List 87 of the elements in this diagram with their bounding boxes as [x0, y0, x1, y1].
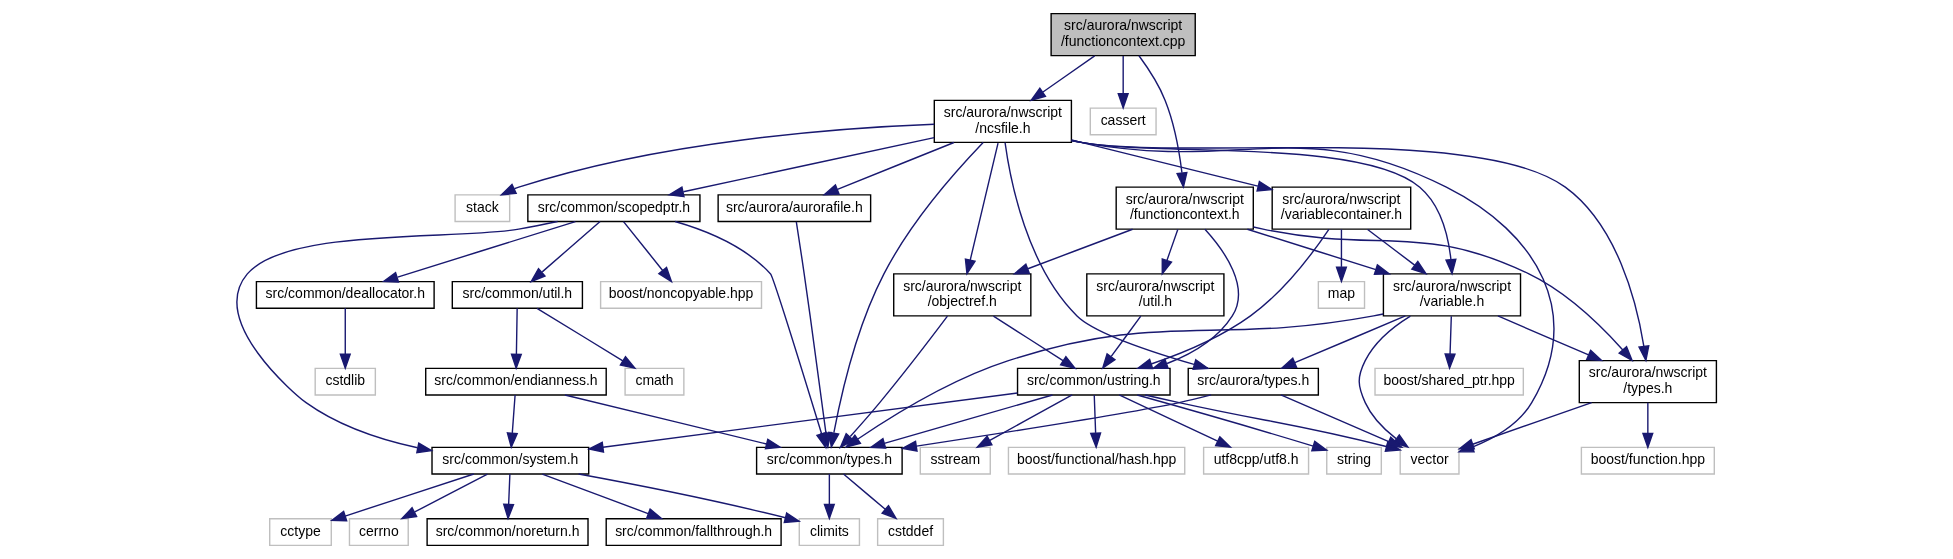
node-box: boost/functional/hash.hpp [1007, 446, 1186, 475]
arrow [510, 307, 523, 371]
arrow [1089, 394, 1102, 450]
arrow [1138, 55, 1188, 189]
node-box: src/aurora/nwscript /util.h [1086, 273, 1225, 317]
arrow [1029, 55, 1096, 102]
node-box: string [1326, 446, 1382, 475]
arrow [975, 394, 1073, 449]
arrow [1252, 226, 1634, 363]
node-box: cstdlib [314, 367, 377, 396]
node-box: src/aurora/nwscript /objectref.h [893, 273, 1032, 317]
arrow [992, 315, 1077, 370]
arrow [577, 473, 802, 524]
arrow [1070, 139, 1457, 276]
arrow [502, 473, 515, 521]
node-box: src/aurora/types.h [1187, 367, 1320, 396]
arrow [1280, 394, 1404, 449]
arrow [1101, 315, 1142, 370]
arrow [536, 307, 637, 370]
arrow [1161, 228, 1179, 276]
arrow [1366, 228, 1428, 276]
arrow [1136, 394, 1329, 452]
arrow [844, 313, 1384, 449]
arrow [1070, 139, 1274, 192]
arrow [564, 394, 783, 450]
node-box: utf8cpp/utf8.h [1202, 446, 1310, 475]
arrow [674, 220, 828, 450]
arrow [1070, 139, 1650, 363]
arrow [1117, 55, 1130, 110]
node-box: cctype [269, 518, 332, 547]
arrow [1151, 228, 1240, 370]
arrow [400, 473, 489, 520]
node-box: boost/function.hpp [1580, 446, 1715, 475]
node-box: cstddef [876, 518, 945, 547]
node-box: vector [1399, 446, 1460, 475]
node-box: cmath [624, 367, 685, 396]
node-box: src/common/system.h [431, 446, 590, 475]
arrow [823, 473, 836, 521]
arrow [1118, 394, 1233, 449]
node-box: src/aurora/nwscript /ncsfile.h [933, 99, 1073, 144]
node-box: src/aurora/nwscript /variablecontainer.h [1271, 186, 1412, 230]
arrow [541, 473, 664, 520]
node-box: map [1317, 280, 1366, 309]
node-box: src/common/util.h [451, 280, 584, 309]
arrow [1641, 402, 1654, 450]
node-box: src/common/deallocator.h [255, 280, 435, 309]
arrow [1444, 315, 1456, 371]
node-box: src/aurora/aurorafile.h [717, 194, 872, 223]
arrow [822, 141, 955, 196]
node-box: src/common/fallthrough.h [605, 518, 782, 547]
arrow [236, 220, 559, 454]
node-box: src/common/endianness.h [425, 367, 607, 396]
arrow [667, 136, 935, 198]
arrow [499, 123, 935, 196]
arrow [1497, 315, 1604, 362]
arrow [868, 394, 1054, 449]
node-box: cassert [1089, 107, 1157, 136]
arrow [1335, 228, 1348, 284]
arrow [964, 142, 999, 276]
arrow [381, 220, 577, 283]
arrow [329, 473, 475, 522]
node-box: src/aurora/nwscript /variable.h [1382, 273, 1522, 317]
arrow [1279, 315, 1407, 370]
arrow [1457, 402, 1593, 450]
arrow [900, 394, 1212, 452]
arrow [339, 307, 352, 371]
arrow [1004, 142, 1210, 370]
node-box: boost/shared_ptr.hpp [1374, 367, 1524, 396]
node-box: src/aurora/nwscript /functioncontext.cpp [1050, 12, 1196, 57]
node-box: sstream [919, 446, 991, 475]
arrow [1012, 228, 1134, 275]
arrow [622, 220, 673, 284]
arrow [506, 394, 519, 450]
node-box: src/aurora/nwscript /functioncontext.h [1115, 186, 1254, 230]
node-box: src/common/noreturn.h [426, 518, 589, 547]
arrow [1135, 228, 1330, 370]
arrow [842, 473, 898, 520]
node-box: stack [454, 194, 511, 223]
arrow [529, 220, 601, 283]
arrow [1246, 228, 1392, 275]
node-box: src/common/scopedptr.h [527, 194, 701, 223]
node-box: src/common/ustring.h [1016, 367, 1171, 396]
node-box: src/common/types.h [755, 446, 903, 475]
node-box: boost/noncopyable.hpp [599, 280, 763, 309]
node-box: climits [798, 518, 861, 547]
node-box: src/aurora/nwscript /types.h [1578, 359, 1718, 404]
node-box: cerrno [348, 518, 409, 547]
